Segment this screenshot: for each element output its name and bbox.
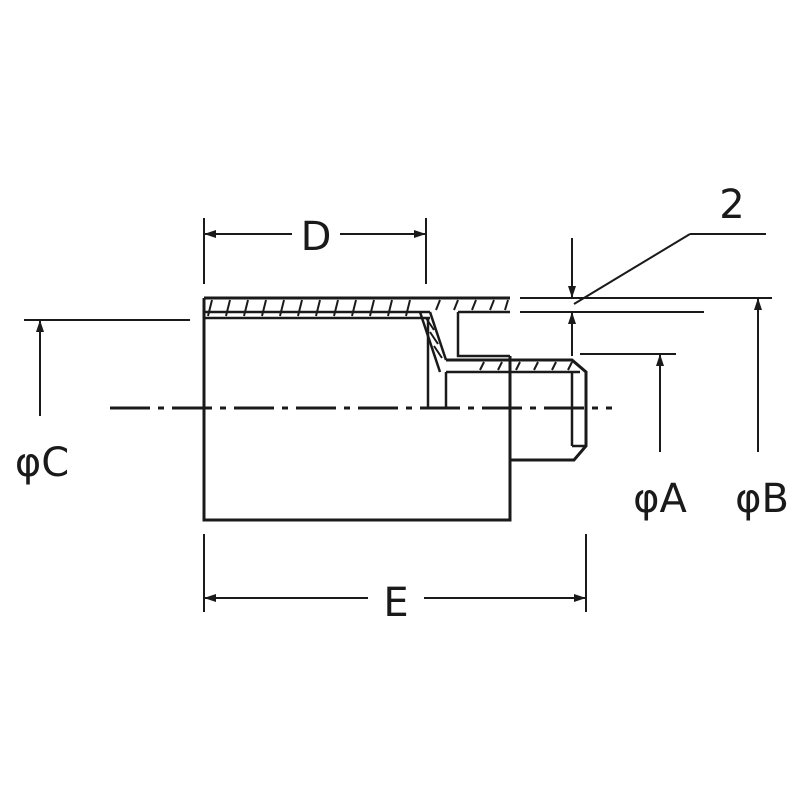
dimension-E: E — [203, 534, 587, 626]
section-hatching — [207, 299, 573, 371]
label-thickness: 2 — [719, 182, 744, 228]
fitting-body — [202, 296, 588, 522]
label-D: D — [301, 214, 332, 260]
dimension-D: D — [203, 214, 427, 284]
dimension-phi-A: φA — [580, 353, 688, 522]
label-E: E — [383, 580, 408, 626]
label-phi-A: φA — [633, 476, 687, 522]
dimension-phi-B: φB — [520, 297, 789, 522]
dimension-phi-C: φC — [15, 319, 190, 486]
label-phi-B: φB — [735, 476, 789, 522]
label-phi-C: φC — [15, 440, 69, 486]
dimension-thickness: 2 — [520, 182, 766, 356]
